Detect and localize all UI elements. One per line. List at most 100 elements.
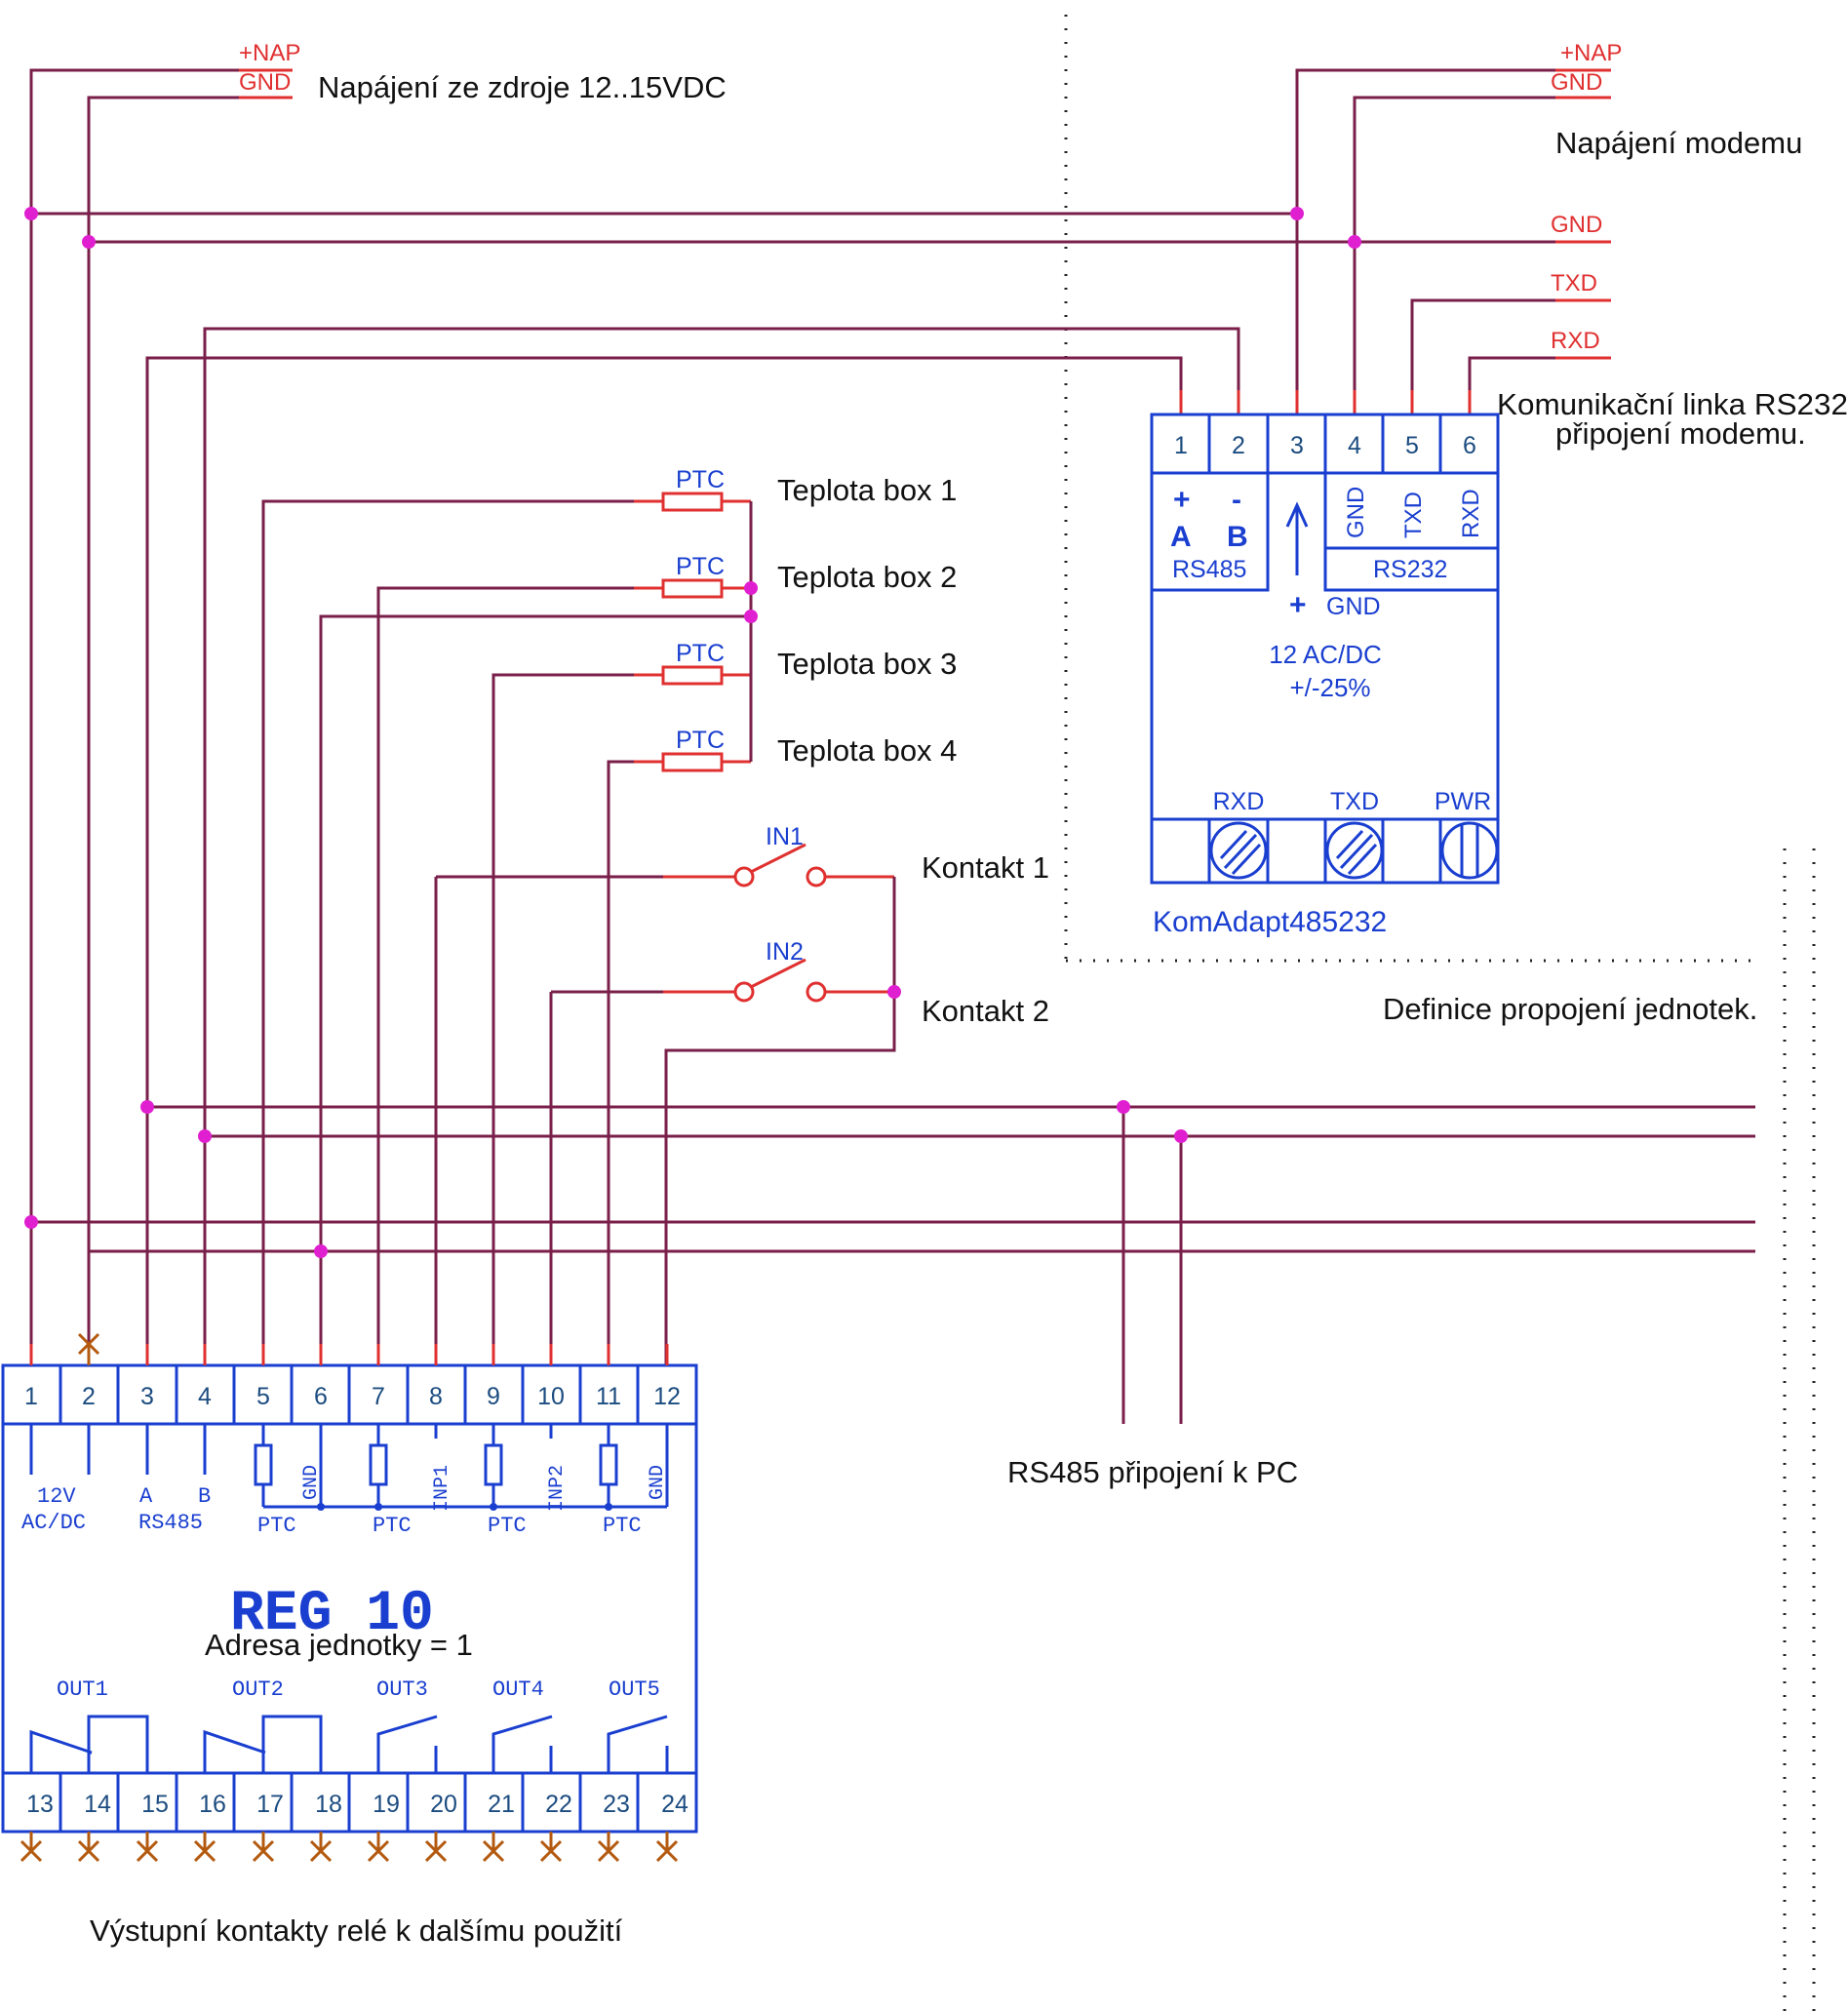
adapter-pin-rxd: RXD [1458, 489, 1484, 538]
out4-label: OUT4 [492, 1677, 544, 1702]
reg10-title: REG 10 [230, 1583, 434, 1646]
reg-terminal-15: 15 [141, 1791, 169, 1818]
reg-terminal-24: 24 [661, 1791, 688, 1818]
adapter-terminal-3: 3 [1290, 432, 1304, 459]
reg-inp2-label: INP2 [546, 1465, 569, 1512]
reg-terminal-20: 20 [430, 1791, 457, 1818]
definition-label: Definice propojení jednotek. [1383, 992, 1757, 1026]
rs232-rxd-label: RXD [1551, 328, 1600, 354]
reg-ptc-label-3: PTC [488, 1514, 527, 1538]
reg-terminal-23: 23 [603, 1791, 630, 1818]
reg-terminal-11: 11 [596, 1383, 621, 1410]
reg-terminal-17: 17 [256, 1791, 284, 1818]
reg-terminal-10: 10 [537, 1383, 565, 1410]
junctions [24, 207, 1361, 1258]
out5-label: OUT5 [609, 1677, 660, 1702]
temp-box-1-label: Teplota box 1 [777, 473, 957, 507]
unconnected-mark-terminal-2 [77, 1332, 100, 1365]
contact-in2: IN2 Kontakt 2 [663, 938, 1049, 1028]
ptc-sensor-2: PTC Teplota box 2 [634, 553, 957, 599]
ptc-2-label: PTC [676, 553, 725, 580]
contact-in1: IN1 Kontakt 1 [663, 823, 1049, 888]
adapter-terminal-2: 2 [1232, 432, 1245, 459]
adapter-a: A [1170, 521, 1192, 553]
rs232-link-label-1: Komunikační linka RS232 [1497, 387, 1848, 421]
reg-ptc-label-2: PTC [373, 1514, 412, 1538]
in2-label: IN2 [766, 938, 804, 966]
reg-gnd-label-2: GND [647, 1465, 669, 1500]
ptc-sensor-3: PTC Teplota box 3 [634, 640, 957, 686]
adapter-terminal-6: 6 [1463, 432, 1476, 459]
out3-label: OUT3 [376, 1677, 428, 1702]
ptc-sensor-1: PTC Teplota box 1 [634, 466, 957, 512]
reg-rs485-label: RS485 [138, 1511, 203, 1535]
reg-terminal-16: 16 [199, 1791, 226, 1818]
out1-label: OUT1 [57, 1677, 108, 1702]
temp-box-3-label: Teplota box 3 [777, 647, 957, 681]
reg-terminal-12: 12 [653, 1383, 681, 1410]
reg-terminal-5: 5 [256, 1383, 270, 1410]
supply-label: Napájení ze zdroje 12..15VDC [318, 70, 727, 104]
modem-power-label: Napájení modemu [1555, 126, 1802, 160]
reg-terminal-3: 3 [140, 1383, 154, 1410]
contact-2-label: Kontakt 2 [922, 994, 1049, 1028]
reg-terminal-13: 13 [26, 1791, 54, 1818]
ptc-3-label: PTC [676, 640, 725, 667]
dotted-frame [1064, 15, 1816, 2012]
reg-ptc-label-4: PTC [603, 1514, 642, 1538]
relay-out4 [491, 1715, 553, 1773]
temp-box-2-label: Teplota box 2 [777, 560, 957, 594]
reg10-bottom-dividers [59, 1773, 640, 1832]
reg-terminal-19: 19 [373, 1791, 400, 1818]
reg10-lead-stubs [29, 1344, 669, 1365]
led-pwr-icon [1440, 821, 1499, 880]
modem-gnd-label: GND [1551, 69, 1602, 96]
out2-label: OUT2 [232, 1677, 284, 1702]
reg10-address: Adresa jednotky = 1 [205, 1628, 473, 1662]
reg-terminal-18: 18 [315, 1791, 342, 1818]
led-txd-icon [1325, 821, 1384, 880]
reg-terminal-9: 9 [487, 1383, 500, 1410]
adapter-supply-plus: + [1289, 589, 1307, 621]
rs485-pc-label: RS485 připojení k PC [1007, 1455, 1298, 1489]
reg-terminal-8: 8 [429, 1383, 443, 1410]
adapter-voltage: 12 AC/DC [1269, 640, 1382, 669]
led-txd-label: TXD [1330, 788, 1379, 815]
rs232-txd-label: TXD [1551, 270, 1597, 296]
reg-12v-label: 12V [37, 1484, 76, 1509]
reg-terminal-4: 4 [198, 1383, 212, 1410]
reg-terminal-2: 2 [82, 1383, 96, 1410]
reg10-internal [29, 1424, 669, 1511]
reg10-top-dividers [59, 1365, 640, 1424]
relay-out1 [29, 1715, 149, 1773]
wiring [29, 68, 1755, 1424]
reg-acdc-label: AC/DC [21, 1511, 86, 1535]
unconnected-marks-bottom [20, 1832, 679, 1863]
reg-bus-b-label: B [198, 1484, 211, 1509]
reg-ptc-label-1: PTC [257, 1514, 296, 1538]
reg-gnd-label-1: GND [300, 1465, 323, 1500]
relay-out5 [607, 1715, 669, 1773]
led-rxd-icon [1209, 821, 1268, 880]
adapter-pin-gnd: GND [1343, 487, 1369, 538]
adapter-name: KomAdapt485232 [1153, 906, 1387, 938]
in1-label: IN1 [766, 823, 804, 850]
ptc-1-label: PTC [676, 466, 725, 493]
adapter-plus: + [1173, 484, 1191, 516]
adapter-supply-gnd: GND [1326, 593, 1381, 620]
led-rxd-label: RXD [1213, 788, 1265, 815]
contact-1-label: Kontakt 1 [922, 850, 1049, 885]
temp-box-4-label: Teplota box 4 [777, 733, 957, 768]
relay-out3 [376, 1715, 438, 1773]
reg-terminal-1: 1 [24, 1383, 38, 1410]
lead-stubs [239, 68, 1611, 414]
komadapt-module: 1 2 3 4 5 6 + - A B RS485 + GND GND TXD … [1150, 413, 1500, 938]
adapter-terminal-5: 5 [1405, 432, 1419, 459]
supply-gnd-label: GND [239, 69, 291, 96]
ptc-sensor-4: PTC Teplota box 4 [634, 727, 957, 772]
adapter-tolerance: +/-25% [1289, 673, 1370, 702]
adapter-terminal-1: 1 [1174, 432, 1188, 459]
supply-nap-label: +NAP [239, 40, 300, 66]
adapter-pin-txd: TXD [1400, 492, 1427, 538]
